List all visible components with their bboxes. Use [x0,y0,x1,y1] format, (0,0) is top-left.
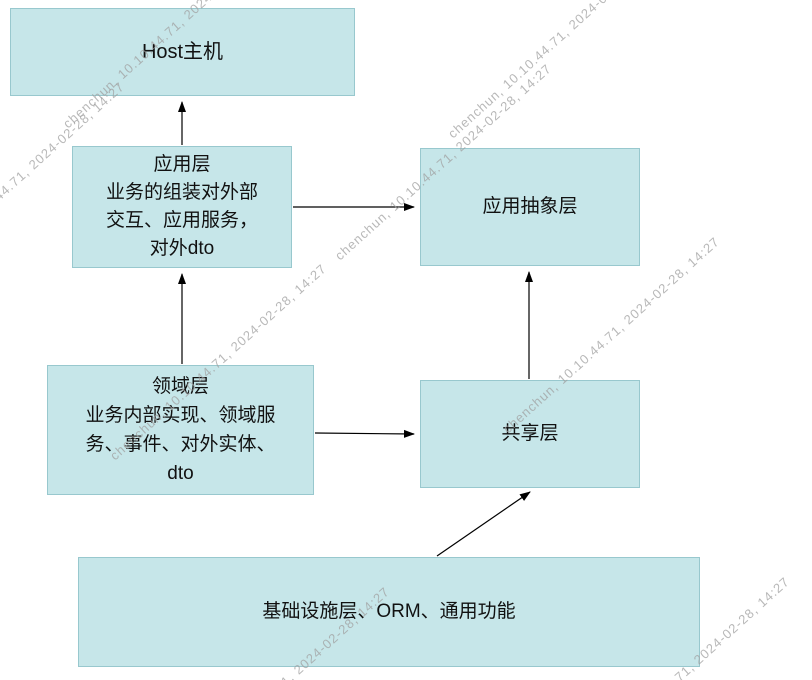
node-shared-layer-label: 共享层 [501,423,559,444]
node-application-layer-label: 应用层 业务的组装对外部 交互、应用服务， 对外dto [105,154,258,259]
node-host-label: Host主机 [141,41,224,63]
node-infrastructure-layer-label: 基础设施层、ORM、通用功能 [262,601,516,622]
arrow-domain-to-shared [314,429,415,438]
watermark-text: chenchun, 10.10.44.71, 2024-02-28, 14:27 [445,0,668,142]
node-domain-layer: 领域层 业务内部实现、领域服 务、事件、对外实体、 dto [47,365,314,495]
node-shared-layer: 共享层 [420,380,640,488]
node-infrastructure-layer: 基础设施层、ORM、通用功能 [78,557,700,667]
node-host: Host主机 [10,8,355,96]
node-domain-layer-label: 领域层 业务内部实现、领域服 务、事件、对外实体、 dto [85,376,276,484]
node-application-abstraction-layer-label: 应用抽象层 [482,196,578,217]
node-application-abstraction-layer: 应用抽象层 [420,148,640,266]
node-application-layer: 应用层 业务的组装对外部 交互、应用服务， 对外dto [72,146,292,268]
arrow-infrastructure-to-shared [436,491,531,557]
